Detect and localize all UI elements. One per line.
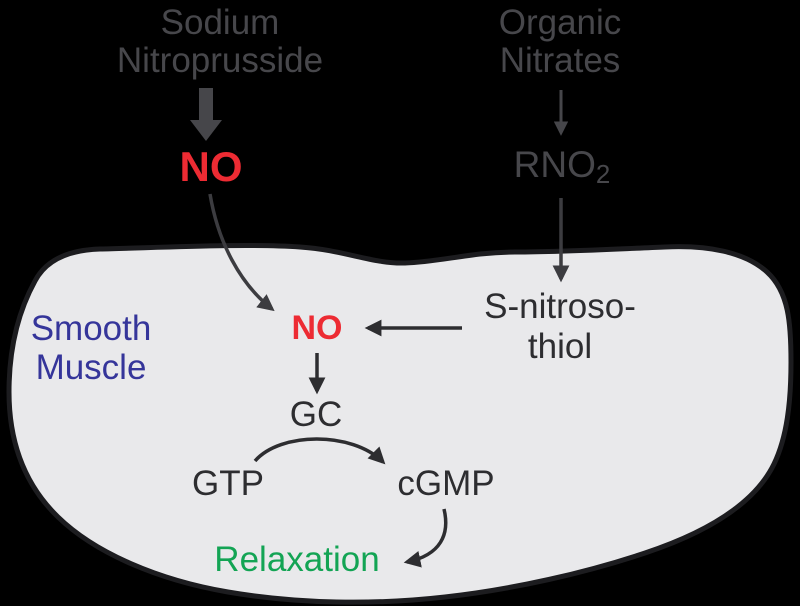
gtp-label: GTP xyxy=(192,464,264,503)
arrow-no-into-cell-icon xyxy=(208,193,275,312)
no-intracellular-label: NO xyxy=(291,309,343,347)
smooth-muscle-label: Smooth Muscle xyxy=(30,309,152,387)
no-extracellular-label: NO xyxy=(179,143,243,190)
arrow-cgmp-to-relaxation-icon xyxy=(403,508,448,568)
cgmp-label: cGMP xyxy=(397,464,495,503)
rno2-label: RNO2 xyxy=(462,144,662,189)
relaxation-label: Relaxation xyxy=(214,540,380,579)
smooth-muscle-cell-shape xyxy=(6,242,794,605)
sodium-nitroprusside-label: Sodium Nitroprusside xyxy=(116,3,324,80)
arrow-gtp-to-cgmp-icon xyxy=(253,437,386,465)
rno2-text: RNO xyxy=(513,144,596,185)
organic-nitrates-label: Organic Nitrates xyxy=(498,3,622,80)
arrow-sodium-to-no-icon xyxy=(190,88,222,141)
gc-label: GC xyxy=(289,395,343,434)
rno2-subscript: 2 xyxy=(595,160,611,189)
s-nitrosothiol-label: S-nitroso- thiol xyxy=(484,287,636,366)
